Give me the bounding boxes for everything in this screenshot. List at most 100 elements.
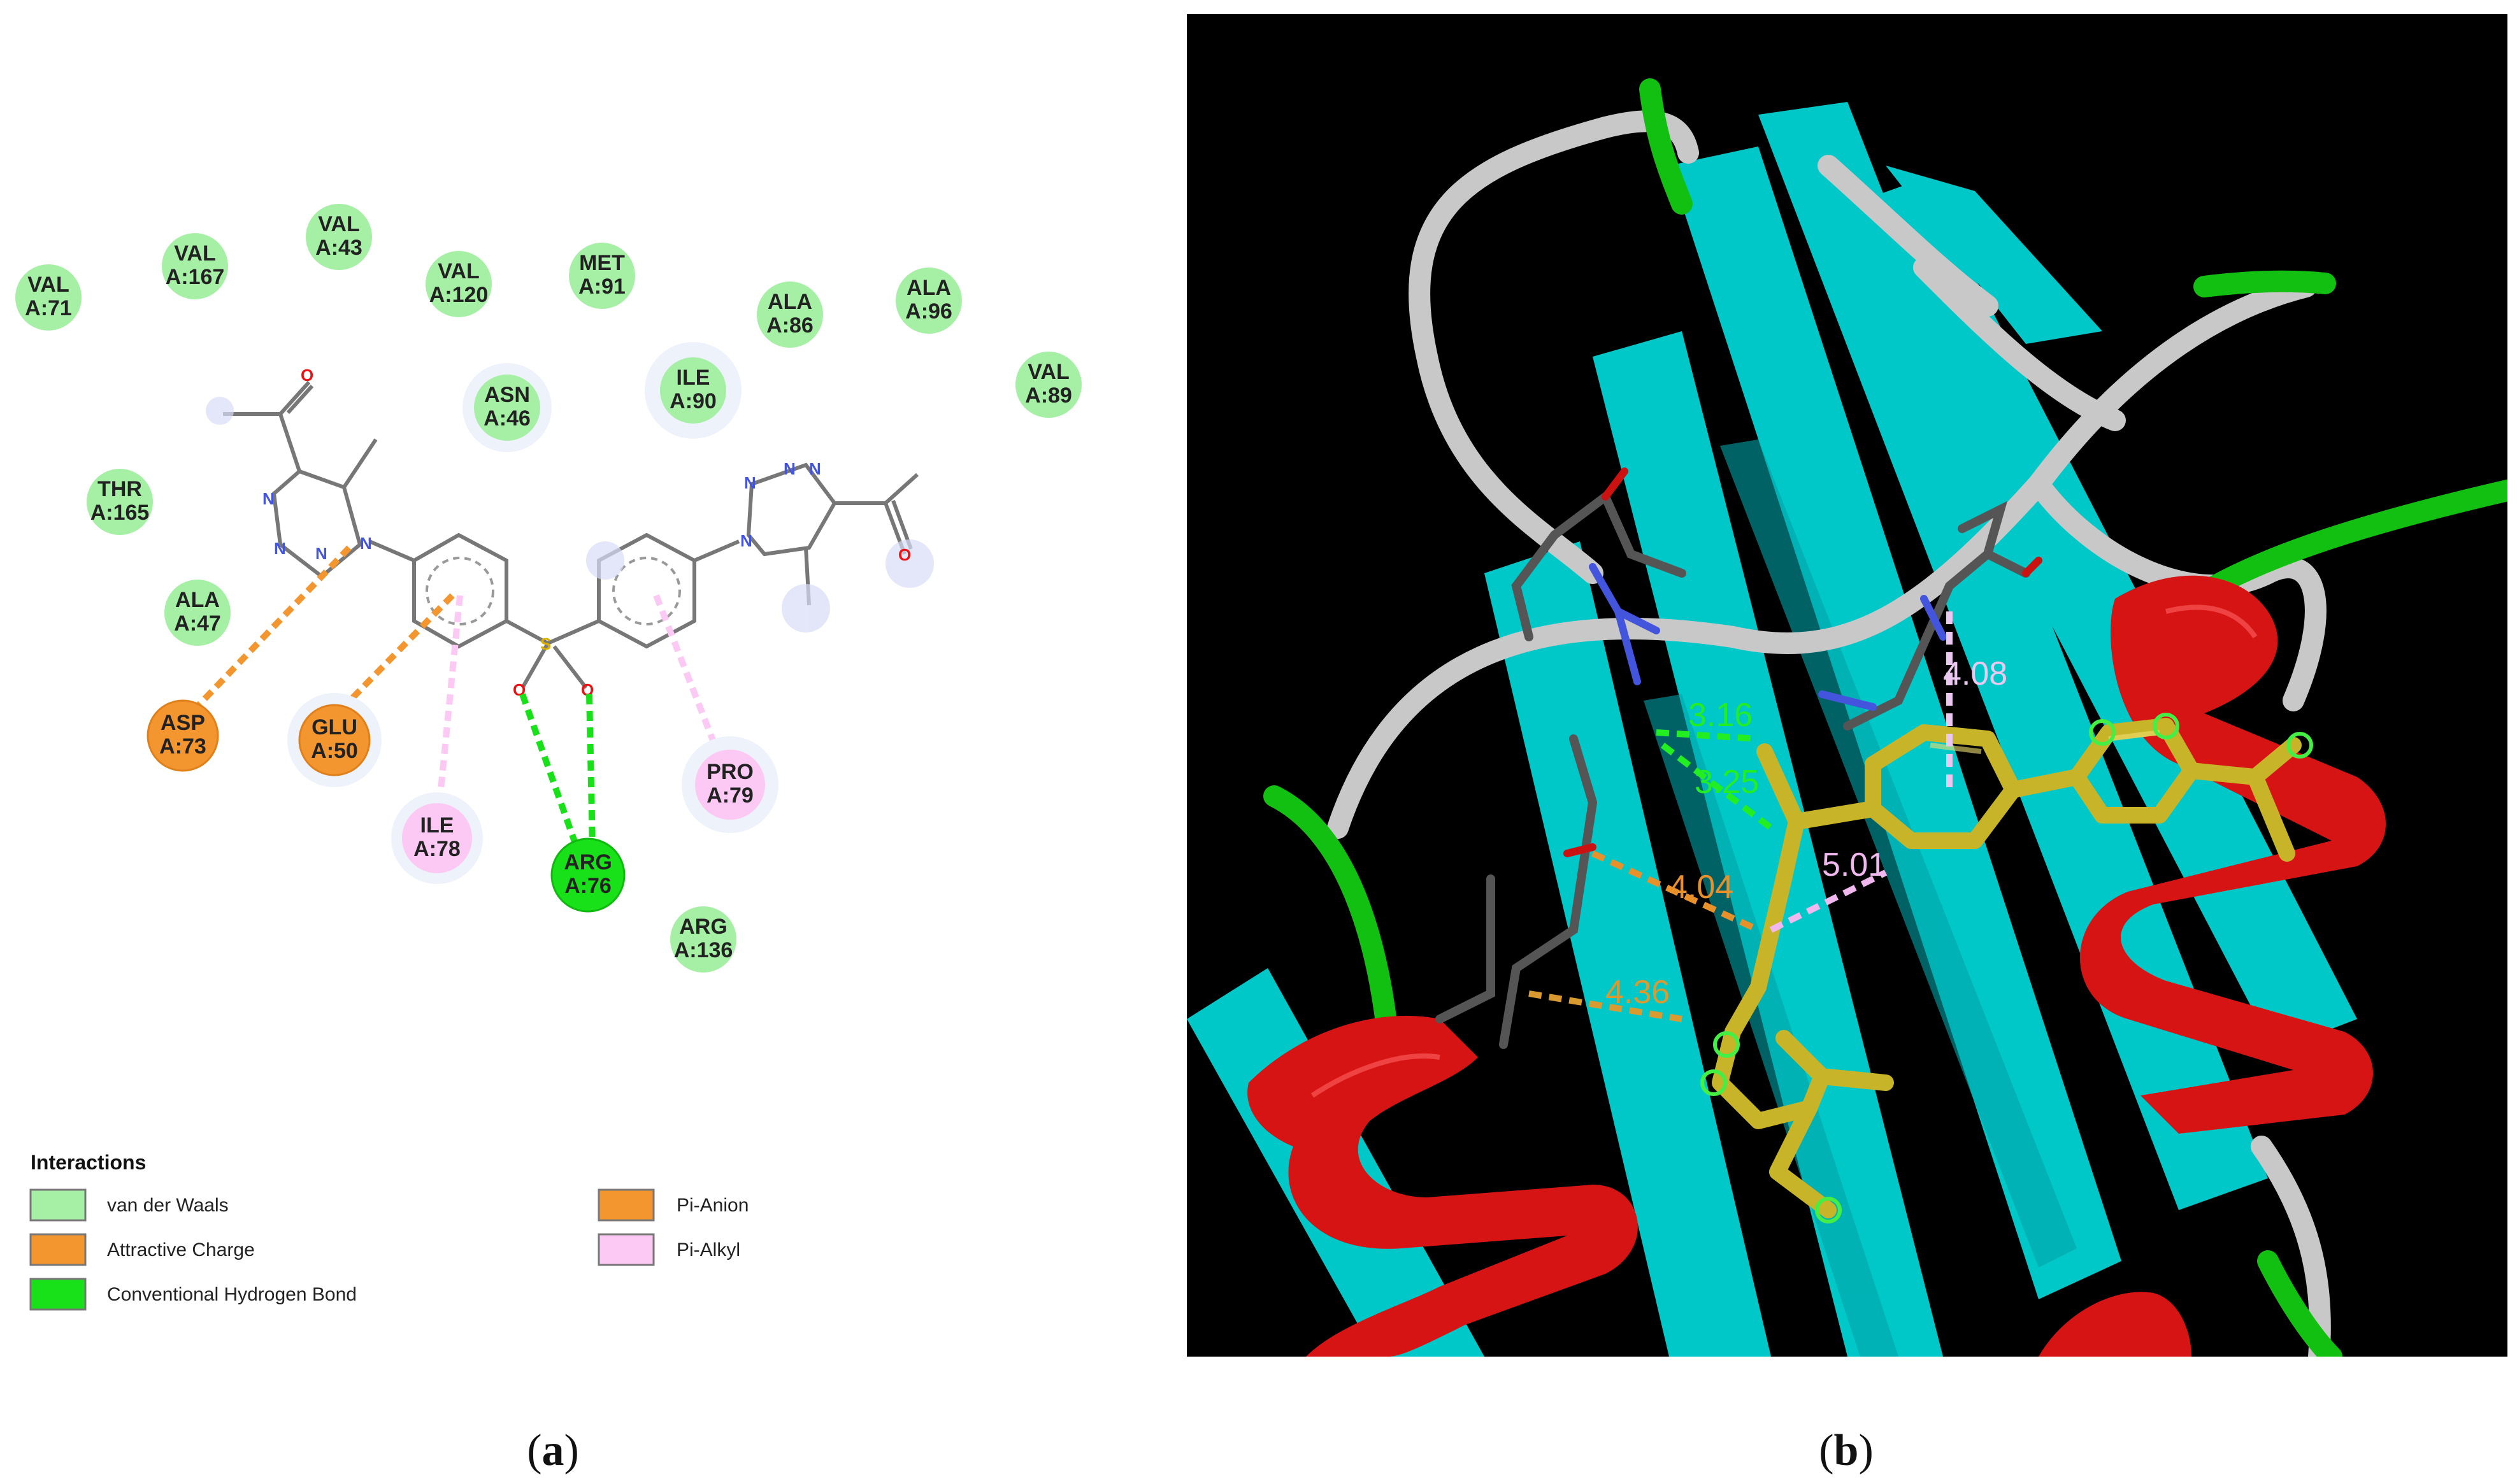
legend-label: Pi-Alkyl — [677, 1239, 740, 1260]
distance-label: 4.08 — [1943, 655, 2007, 692]
helix-highlights — [1310, 604, 2258, 1098]
atom-nitrogen-label: N — [315, 544, 327, 563]
interactions-legend: Interactions van der Waals Attractive Ch… — [29, 1151, 749, 1311]
distance-label: 3.25 — [1695, 764, 1759, 801]
residue-number: A:167 — [166, 265, 225, 289]
nitrogen-bonds — [1589, 563, 1947, 711]
ligand-3d — [1712, 718, 2302, 1218]
panel-a-caption: (a) — [527, 1426, 579, 1475]
pi-anion-line — [329, 593, 455, 722]
legend-item-hbond: Conventional Hydrogen Bond — [29, 1278, 357, 1311]
ligand-halos — [206, 397, 934, 632]
distance-label: 3.16 — [1688, 697, 1753, 734]
residue-number: A:120 — [429, 283, 489, 307]
atom-nitrogen-label: N — [784, 459, 796, 478]
legend-label: Attractive Charge — [107, 1239, 255, 1260]
attractive-charge-line — [182, 545, 352, 722]
residue-number: A:165 — [90, 501, 150, 525]
residue-number: A:46 — [484, 406, 531, 431]
residue-number: A:47 — [174, 611, 221, 636]
residue-number: A:79 — [706, 783, 754, 808]
atom-nitrogen-label: N — [262, 489, 275, 508]
ligand-structure — [223, 380, 919, 689]
oxygen-bonds — [1563, 467, 2042, 857]
interacting-atoms — [1700, 713, 2313, 1224]
distance-lines — [1528, 611, 1953, 1022]
aromatic-rings — [426, 557, 681, 625]
legend-item-charge: Attractive Charge — [29, 1233, 255, 1266]
residue-name: ALA — [907, 276, 951, 300]
atom-nitrogen-label: N — [744, 473, 756, 492]
residue-name: ALA — [175, 588, 220, 612]
legend-item-pi-alkyl: Pi-Alkyl — [598, 1233, 740, 1266]
ligand-highlight — [1930, 730, 2160, 754]
atom-nitrogen-label: N — [274, 539, 286, 558]
turn-regions — [1263, 78, 2507, 1357]
residue-number: A:86 — [766, 313, 814, 338]
residue-name: VAL — [438, 259, 479, 283]
residue-name: PRO — [706, 760, 754, 784]
residue-name: MET — [579, 251, 625, 275]
atom-nitrogen-label: N — [740, 531, 752, 550]
beta-sheets — [1187, 102, 2357, 1357]
residue-name: GLU — [312, 715, 357, 739]
atom-oxygen-label: O — [301, 366, 313, 385]
residue-name: VAL — [27, 273, 69, 297]
hbond-line — [519, 693, 580, 848]
legend-label: Pi-Anion — [677, 1195, 749, 1216]
distance-label: 4.04 — [1669, 869, 1733, 906]
residue-name: ASP — [161, 711, 205, 735]
interaction-lines — [182, 545, 723, 848]
residue-number: A:90 — [670, 389, 717, 413]
legend-item-vdw: van der Waals — [29, 1188, 229, 1222]
residue-name: ASN — [484, 383, 530, 407]
alpha-helices — [1247, 575, 2386, 1357]
residue-name: VAL — [1028, 360, 1069, 384]
residue-name: ILE — [677, 366, 710, 390]
residue-number: A:43 — [315, 236, 362, 260]
residue-number: A:96 — [905, 299, 952, 324]
residue-name: ALA — [768, 290, 812, 314]
residue-name: THR — [97, 477, 142, 501]
residue-number: A:76 — [564, 874, 612, 898]
atom-nitrogen-label: N — [809, 459, 821, 478]
residue-number: A:73 — [159, 734, 206, 759]
residue-number: A:89 — [1025, 383, 1072, 408]
residue-name: ARG — [564, 850, 612, 874]
atom-oxygen-label: O — [898, 545, 911, 564]
atom-nitrogen-label: N — [360, 534, 372, 553]
distance-labels: 3.16 3.25 4.04 4.36 5.01 4.08 — [1605, 655, 2007, 1011]
legend-label: van der Waals — [107, 1195, 229, 1216]
residue-name: VAL — [318, 212, 359, 236]
pi-alkyl-line — [436, 595, 463, 803]
residue-number: A:91 — [578, 275, 626, 299]
residue-number: A:136 — [674, 938, 733, 962]
residue-sidechains — [1435, 490, 2030, 1049]
residue-number: A:78 — [413, 837, 461, 861]
residue-name: ARG — [679, 915, 728, 939]
residue-name: ILE — [420, 813, 454, 838]
distance-label: 4.36 — [1605, 974, 1670, 1011]
pi-alkyl-line — [653, 594, 723, 759]
residue-name: VAL — [174, 241, 215, 266]
panel-b-caption: (b) — [1819, 1426, 1874, 1475]
